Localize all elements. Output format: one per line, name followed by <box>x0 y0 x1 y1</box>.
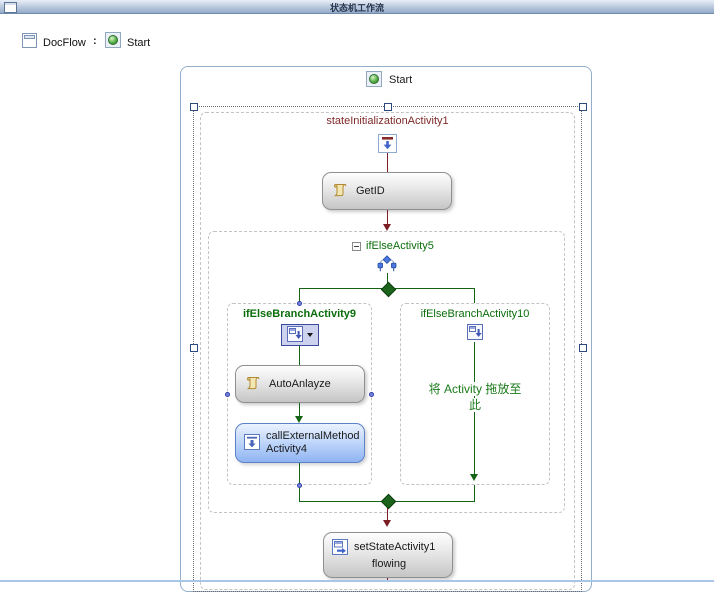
connector-green-left-drop <box>299 288 300 303</box>
connector-green-right-drop <box>474 288 475 303</box>
branch9-dot-right[interactable] <box>369 392 374 397</box>
connector-green-b10-exit <box>474 485 475 501</box>
state-title: Start <box>389 74 413 86</box>
branch9-dot-left[interactable] <box>225 392 230 397</box>
window-titlebar: 状态机工作流 <box>0 0 714 14</box>
call-external-method-icon <box>244 433 260 453</box>
branch9-smart-tag-button[interactable] <box>281 324 319 346</box>
branch9-dot-bottom[interactable] <box>297 483 302 488</box>
arrowhead-green-b9 <box>295 416 303 423</box>
activity-autoanlayze-label: AutoAnlayze <box>269 378 331 390</box>
window-title: 状态机工作流 <box>329 3 384 13</box>
window-icon <box>4 2 17 13</box>
activity-getid[interactable]: GetID <box>322 172 452 210</box>
connector-green-b9-1 <box>299 346 300 365</box>
connector-green-split-stub <box>387 273 388 284</box>
docflow-window-icon[interactable] <box>22 33 37 51</box>
arrowhead-red-2 <box>383 520 391 527</box>
connector-green-b9-2 <box>299 403 300 417</box>
connector-green-b9-3 <box>299 463 300 501</box>
breadcrumb-item-docflow[interactable]: DocFlow <box>43 37 86 49</box>
breadcrumb-item-start[interactable]: Start <box>127 37 151 49</box>
code-scroll-icon <box>332 182 348 201</box>
branch10-drop-placeholder: 将 Activity 拖放至 此 <box>426 382 524 412</box>
activity-autoanlayze[interactable]: AutoAnlayze <box>235 365 365 403</box>
activity-setstate[interactable]: setStateActivity1 flowing <box>323 532 453 578</box>
connector-red-2 <box>387 210 388 224</box>
selection-handle-top-left[interactable] <box>190 103 198 111</box>
arrowhead-green-b10 <box>470 474 478 481</box>
activity-getid-label: GetID <box>356 185 385 197</box>
activity-callexternalmethod-label: callExternalMethod Activity4 <box>266 430 360 455</box>
selection-handle-top-right[interactable] <box>579 103 587 111</box>
branch9-dot-top[interactable] <box>297 301 302 306</box>
branch9-title: ifElseBranchActivity9 <box>242 308 357 320</box>
connector-red-3 <box>387 508 388 520</box>
dropdown-caret-icon[interactable] <box>307 333 313 337</box>
selection-handle-mid-right[interactable] <box>579 344 587 352</box>
collapse-icon[interactable] <box>352 242 361 251</box>
selection-handle-top-center[interactable] <box>384 103 392 111</box>
bottom-panel-edge <box>0 580 714 582</box>
activity-setstate-label: setStateActivity1 <box>354 541 436 553</box>
branch-icon <box>467 324 483 343</box>
branch10-title: ifElseBranchActivity10 <box>420 308 530 320</box>
state-initialization-title: stateInitializationActivity1 <box>326 115 449 127</box>
ifelse-branch-diamond-icon <box>376 255 398 276</box>
activity-callexternalmethod[interactable]: callExternalMethod Activity4 <box>235 423 365 463</box>
state-initialization-icon[interactable] <box>378 134 397 156</box>
selection-handle-mid-left[interactable] <box>190 344 198 352</box>
set-state-icon <box>332 539 348 558</box>
branch-icon <box>287 325 303 345</box>
code-scroll-icon <box>245 375 261 394</box>
arrowhead-red-1 <box>383 224 391 231</box>
connector-red-1 <box>387 153 388 172</box>
ifelse-title: ifElseActivity5 <box>366 240 434 252</box>
breadcrumb-separator: : <box>93 35 97 47</box>
start-globe-icon[interactable] <box>105 32 121 48</box>
state-globe-icon <box>366 71 382 87</box>
activity-setstate-target: flowing <box>371 558 407 570</box>
